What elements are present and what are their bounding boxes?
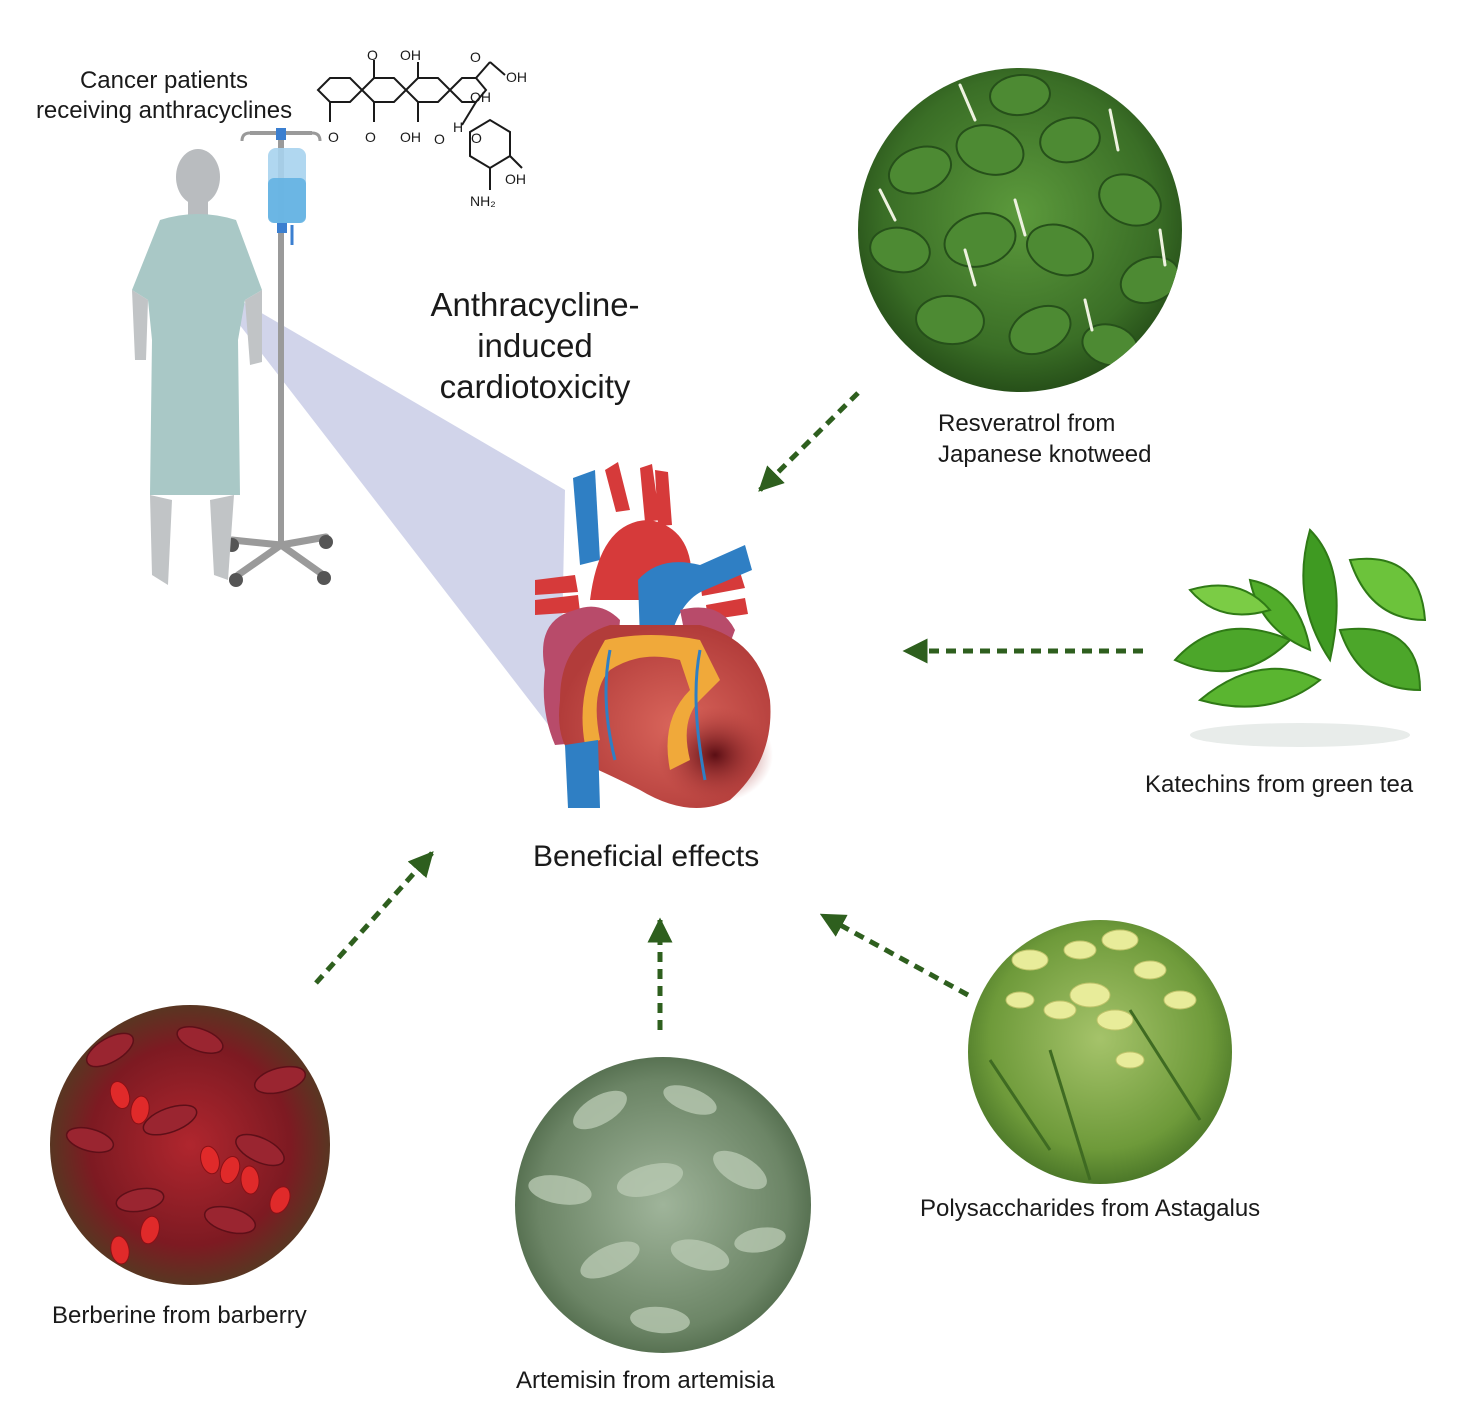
molecule-label-methoxy-o: O xyxy=(328,129,339,145)
molecule-label-oh-chain: OH xyxy=(506,69,527,85)
arrows xyxy=(314,391,1143,1030)
green-tea-photo xyxy=(1173,528,1427,747)
molecule-label-oh-sugar: OH xyxy=(505,171,526,187)
source-label-artemisia: Artemisin from artemisia xyxy=(516,1367,775,1394)
source-label-knotweed-line-1: Resveratrol from xyxy=(938,410,1116,437)
title: Anthracycline- induced cardiotoxicity xyxy=(400,284,670,407)
arrow-knotweed xyxy=(758,391,860,492)
barberry-photo xyxy=(50,1005,330,1285)
arrow-astragalus xyxy=(819,912,970,998)
source-label-astragalus: Polysaccharides from Astagalus xyxy=(920,1195,1261,1222)
molecule-label-h: H xyxy=(453,119,463,135)
molecule-label-oh-bottom: OH xyxy=(400,129,421,145)
molecule-label-amine: NH₂ xyxy=(470,193,496,209)
title-line-1: Anthracycline- xyxy=(430,286,640,323)
molecule-label-keto-o-bottom: O xyxy=(365,129,376,145)
molecule-label-keto-o-top: O xyxy=(367,47,378,63)
molecule-label-glyco-o: O xyxy=(434,131,445,147)
anthracycline-structure xyxy=(316,60,523,190)
source-label-knotweed-line-2: Japanese knotweed xyxy=(938,441,1152,468)
molecule-label-ring-o: O xyxy=(471,130,482,146)
knotweed-photo xyxy=(858,68,1182,392)
patient-figure xyxy=(132,149,262,585)
molecule-label-oh-top: OH xyxy=(400,47,421,63)
view-beam xyxy=(205,280,565,740)
molecule-label-oh-right: OH xyxy=(470,89,491,105)
source-label-green-tea: Katechins from green tea xyxy=(1145,771,1414,798)
title-line-2: induced xyxy=(477,327,593,364)
heart-illustration xyxy=(535,462,773,808)
patient-label-line-1: Cancer patients xyxy=(79,67,249,94)
source-label-barberry: Berberine from barberry xyxy=(52,1302,307,1329)
patient-label-line-2: receiving anthracyclines xyxy=(35,97,293,124)
patient-label: Cancer patients receiving anthracyclines xyxy=(14,66,314,126)
source-label-knotweed: Resveratrol from Japanese knotweed xyxy=(938,408,1152,470)
molecule-label-keto-o-chain: O xyxy=(470,49,481,65)
center-label: Beneficial effects xyxy=(533,840,760,873)
astragalus-photo xyxy=(968,920,1232,1184)
arrow-barberry xyxy=(314,851,434,985)
artemisia-photo xyxy=(515,1057,811,1353)
title-line-3: cardiotoxicity xyxy=(439,368,631,405)
